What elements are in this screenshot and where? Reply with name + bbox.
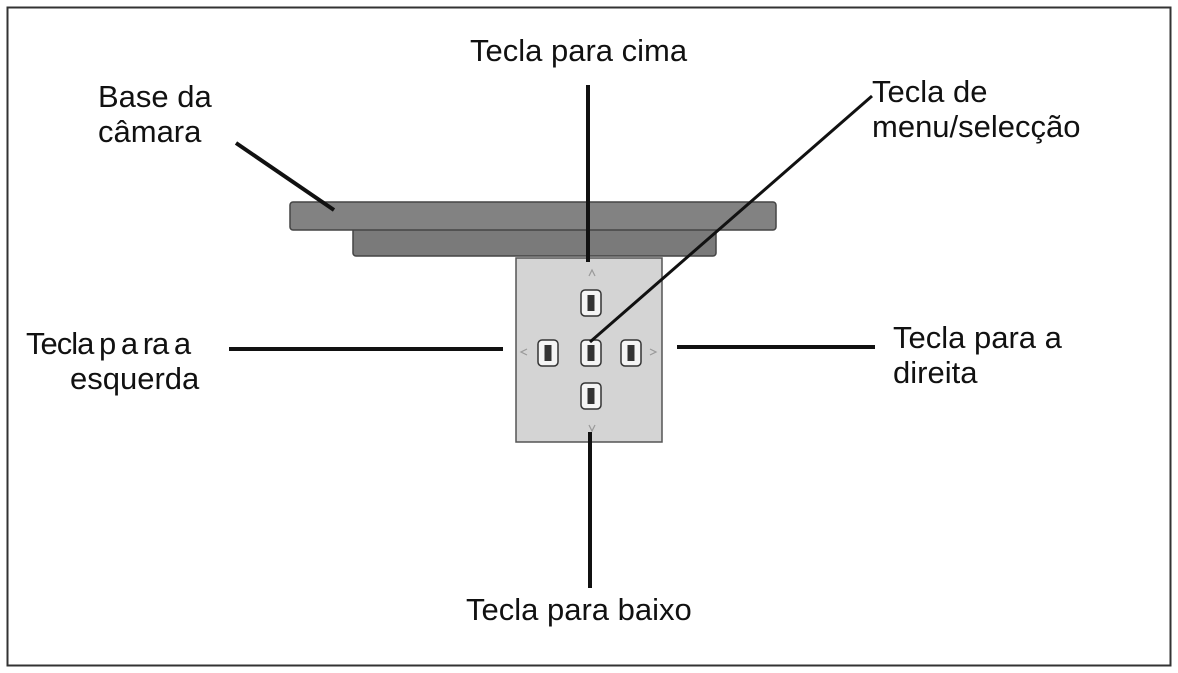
leader-key-menu — [589, 94, 873, 344]
key-up[interactable] — [580, 289, 602, 317]
left-arrow-mark — [519, 348, 528, 356]
down-arrow-mark — [588, 424, 596, 433]
label-key-down: Tecla para baixo — [466, 592, 692, 627]
key-right[interactable] — [620, 339, 642, 367]
label-key-up: Tecla para cima — [470, 33, 688, 68]
leader-camera-base — [234, 141, 336, 212]
camera-base-upper-plate — [289, 201, 777, 231]
key-left[interactable] — [537, 339, 559, 367]
label-key-right: Tecla para a direita — [893, 320, 1062, 390]
up-arrow-mark — [588, 268, 596, 277]
key-menu-select[interactable] — [580, 339, 602, 367]
label-key-left: Tecla p a ra a esquerda — [26, 326, 200, 396]
key-down[interactable] — [580, 382, 602, 410]
label-camera-base: Base da câmara — [98, 79, 212, 149]
right-arrow-mark — [649, 348, 658, 356]
label-key-menu: Tecla de menu/selecção — [872, 74, 1081, 144]
